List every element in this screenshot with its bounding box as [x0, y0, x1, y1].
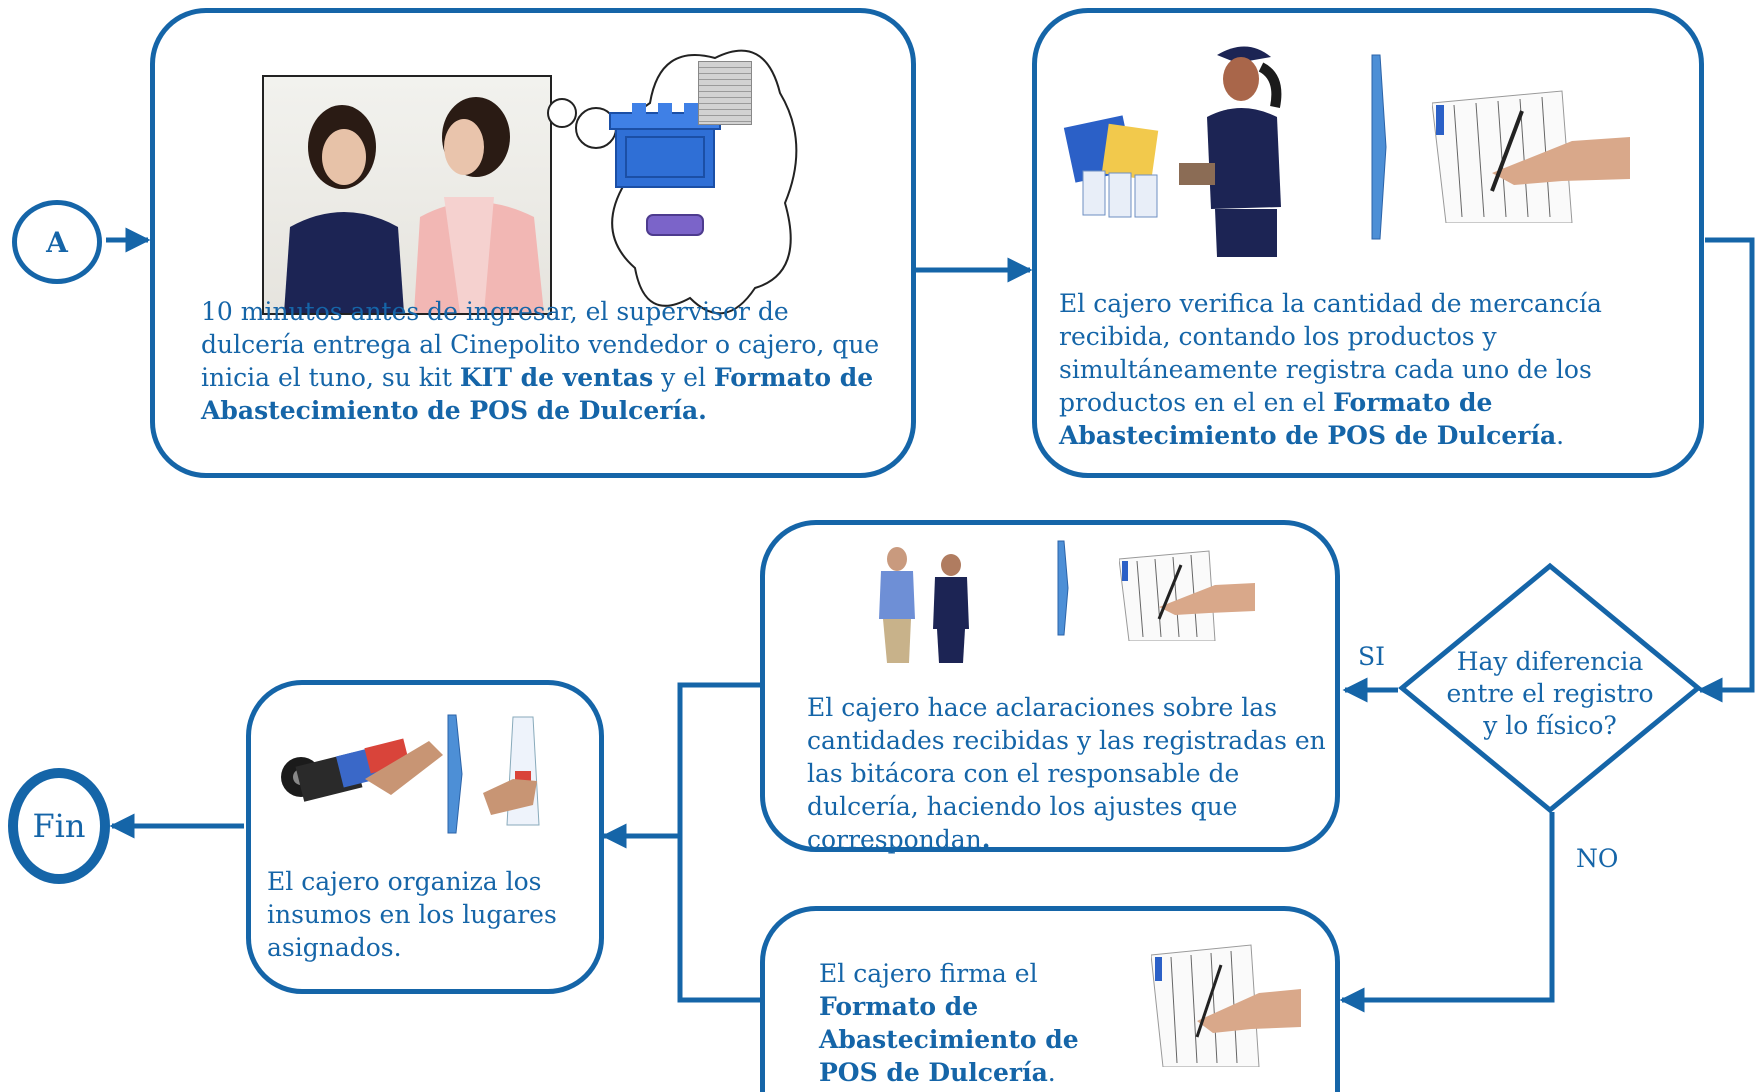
sales-kit-crate-icon — [609, 103, 721, 188]
decision-no-label: NO — [1576, 844, 1619, 873]
step5-box: El cajero organiza los insumos en los lu… — [246, 680, 604, 994]
step3-text: El cajero hace aclaraciones sobre las ca… — [807, 691, 1327, 856]
step2-box: El cajero verifica la cantidad de mercan… — [1032, 8, 1704, 478]
step4-text-2: . — [1047, 1058, 1056, 1087]
form-filling-image — [1118, 545, 1255, 642]
cashier-and-supervisor-icon — [879, 547, 969, 663]
end-label: Fin — [32, 807, 86, 845]
step1-box: 10 minutos antes de ingresar, el supervi… — [150, 8, 916, 478]
step1-bold-1: KIT de ventas — [459, 363, 654, 392]
step3-box: El cajero hace aclaraciones sobre las ca… — [760, 520, 1340, 854]
step1-text-1: 10 minutos antes de ingresar, el supervi… — [201, 297, 880, 392]
step4-text: El cajero firma el Formato de Abastecimi… — [819, 957, 1089, 1089]
step1-photo — [262, 75, 552, 315]
sequence-arrow-icon — [1057, 540, 1069, 636]
form-filling-image — [1431, 81, 1630, 224]
arrow-decision-no — [1339, 812, 1555, 1013]
step4-box: El cajero firma el Formato de Abastecimi… — [760, 906, 1340, 1092]
step2-text: El cajero verifica la cantidad de mercan… — [1059, 287, 1679, 452]
decision-diamond — [1398, 562, 1702, 814]
step5-text-1: El cajero organiza los insumos en los lu… — [267, 867, 557, 962]
merchandise-icon — [1063, 115, 1159, 218]
decision-line-2: entre el registro — [1446, 679, 1654, 708]
decision-line-1: Hay diferencia — [1456, 647, 1644, 676]
step3-bold-1: . — [981, 825, 991, 854]
two-women-illustration — [284, 97, 544, 313]
signing-form-icon — [1150, 944, 1301, 1068]
cashier-icon — [1179, 46, 1282, 257]
end-node: Fin — [8, 768, 110, 884]
step2-bold-1: Formato de Abastecimiento de POS de Dulc… — [1059, 388, 1557, 450]
signing-form-icon — [1118, 550, 1255, 642]
arrow-step2-to-decision — [1697, 237, 1755, 703]
step3-text-1: El cajero hace aclaraciones sobre las ca… — [807, 693, 1326, 854]
step2-text-1: El cajero verifica la cantidad de mercan… — [1059, 289, 1602, 417]
step4-bold-1: Formato de Abastecimiento de POS de Dulc… — [819, 992, 1079, 1087]
decision-text: Hay diferencia entre el registro y lo fí… — [1420, 646, 1680, 742]
signing-form-icon — [1431, 90, 1630, 224]
step2-text-2: . — [1556, 421, 1565, 450]
step1-text-2: y el — [653, 363, 714, 392]
sequence-arrow-icon — [1371, 54, 1387, 240]
dispenser-tubes-icon — [281, 738, 443, 802]
step1-text: 10 minutos antes de ingresar, el supervi… — [201, 295, 891, 427]
step4-text-1: El cajero firma el — [819, 959, 1038, 988]
stacked-cups-icon — [483, 716, 540, 826]
arrow-merge-to-step5 — [604, 682, 760, 1003]
start-node: A — [12, 200, 102, 284]
pencil-case-icon — [646, 214, 704, 236]
sequence-arrow-icon — [447, 714, 463, 834]
form-filling-image — [1150, 937, 1301, 1068]
start-label: A — [46, 225, 68, 259]
step5-text: El cajero organiza los insumos en los lu… — [267, 865, 587, 964]
step1-bold-2: Formato de Abastecimiento de POS de Dulc… — [201, 363, 874, 425]
decision-yes-label: SI — [1358, 642, 1386, 671]
decision-line-3: y lo físico? — [1483, 711, 1617, 740]
format-document-thumbnail — [698, 61, 752, 125]
